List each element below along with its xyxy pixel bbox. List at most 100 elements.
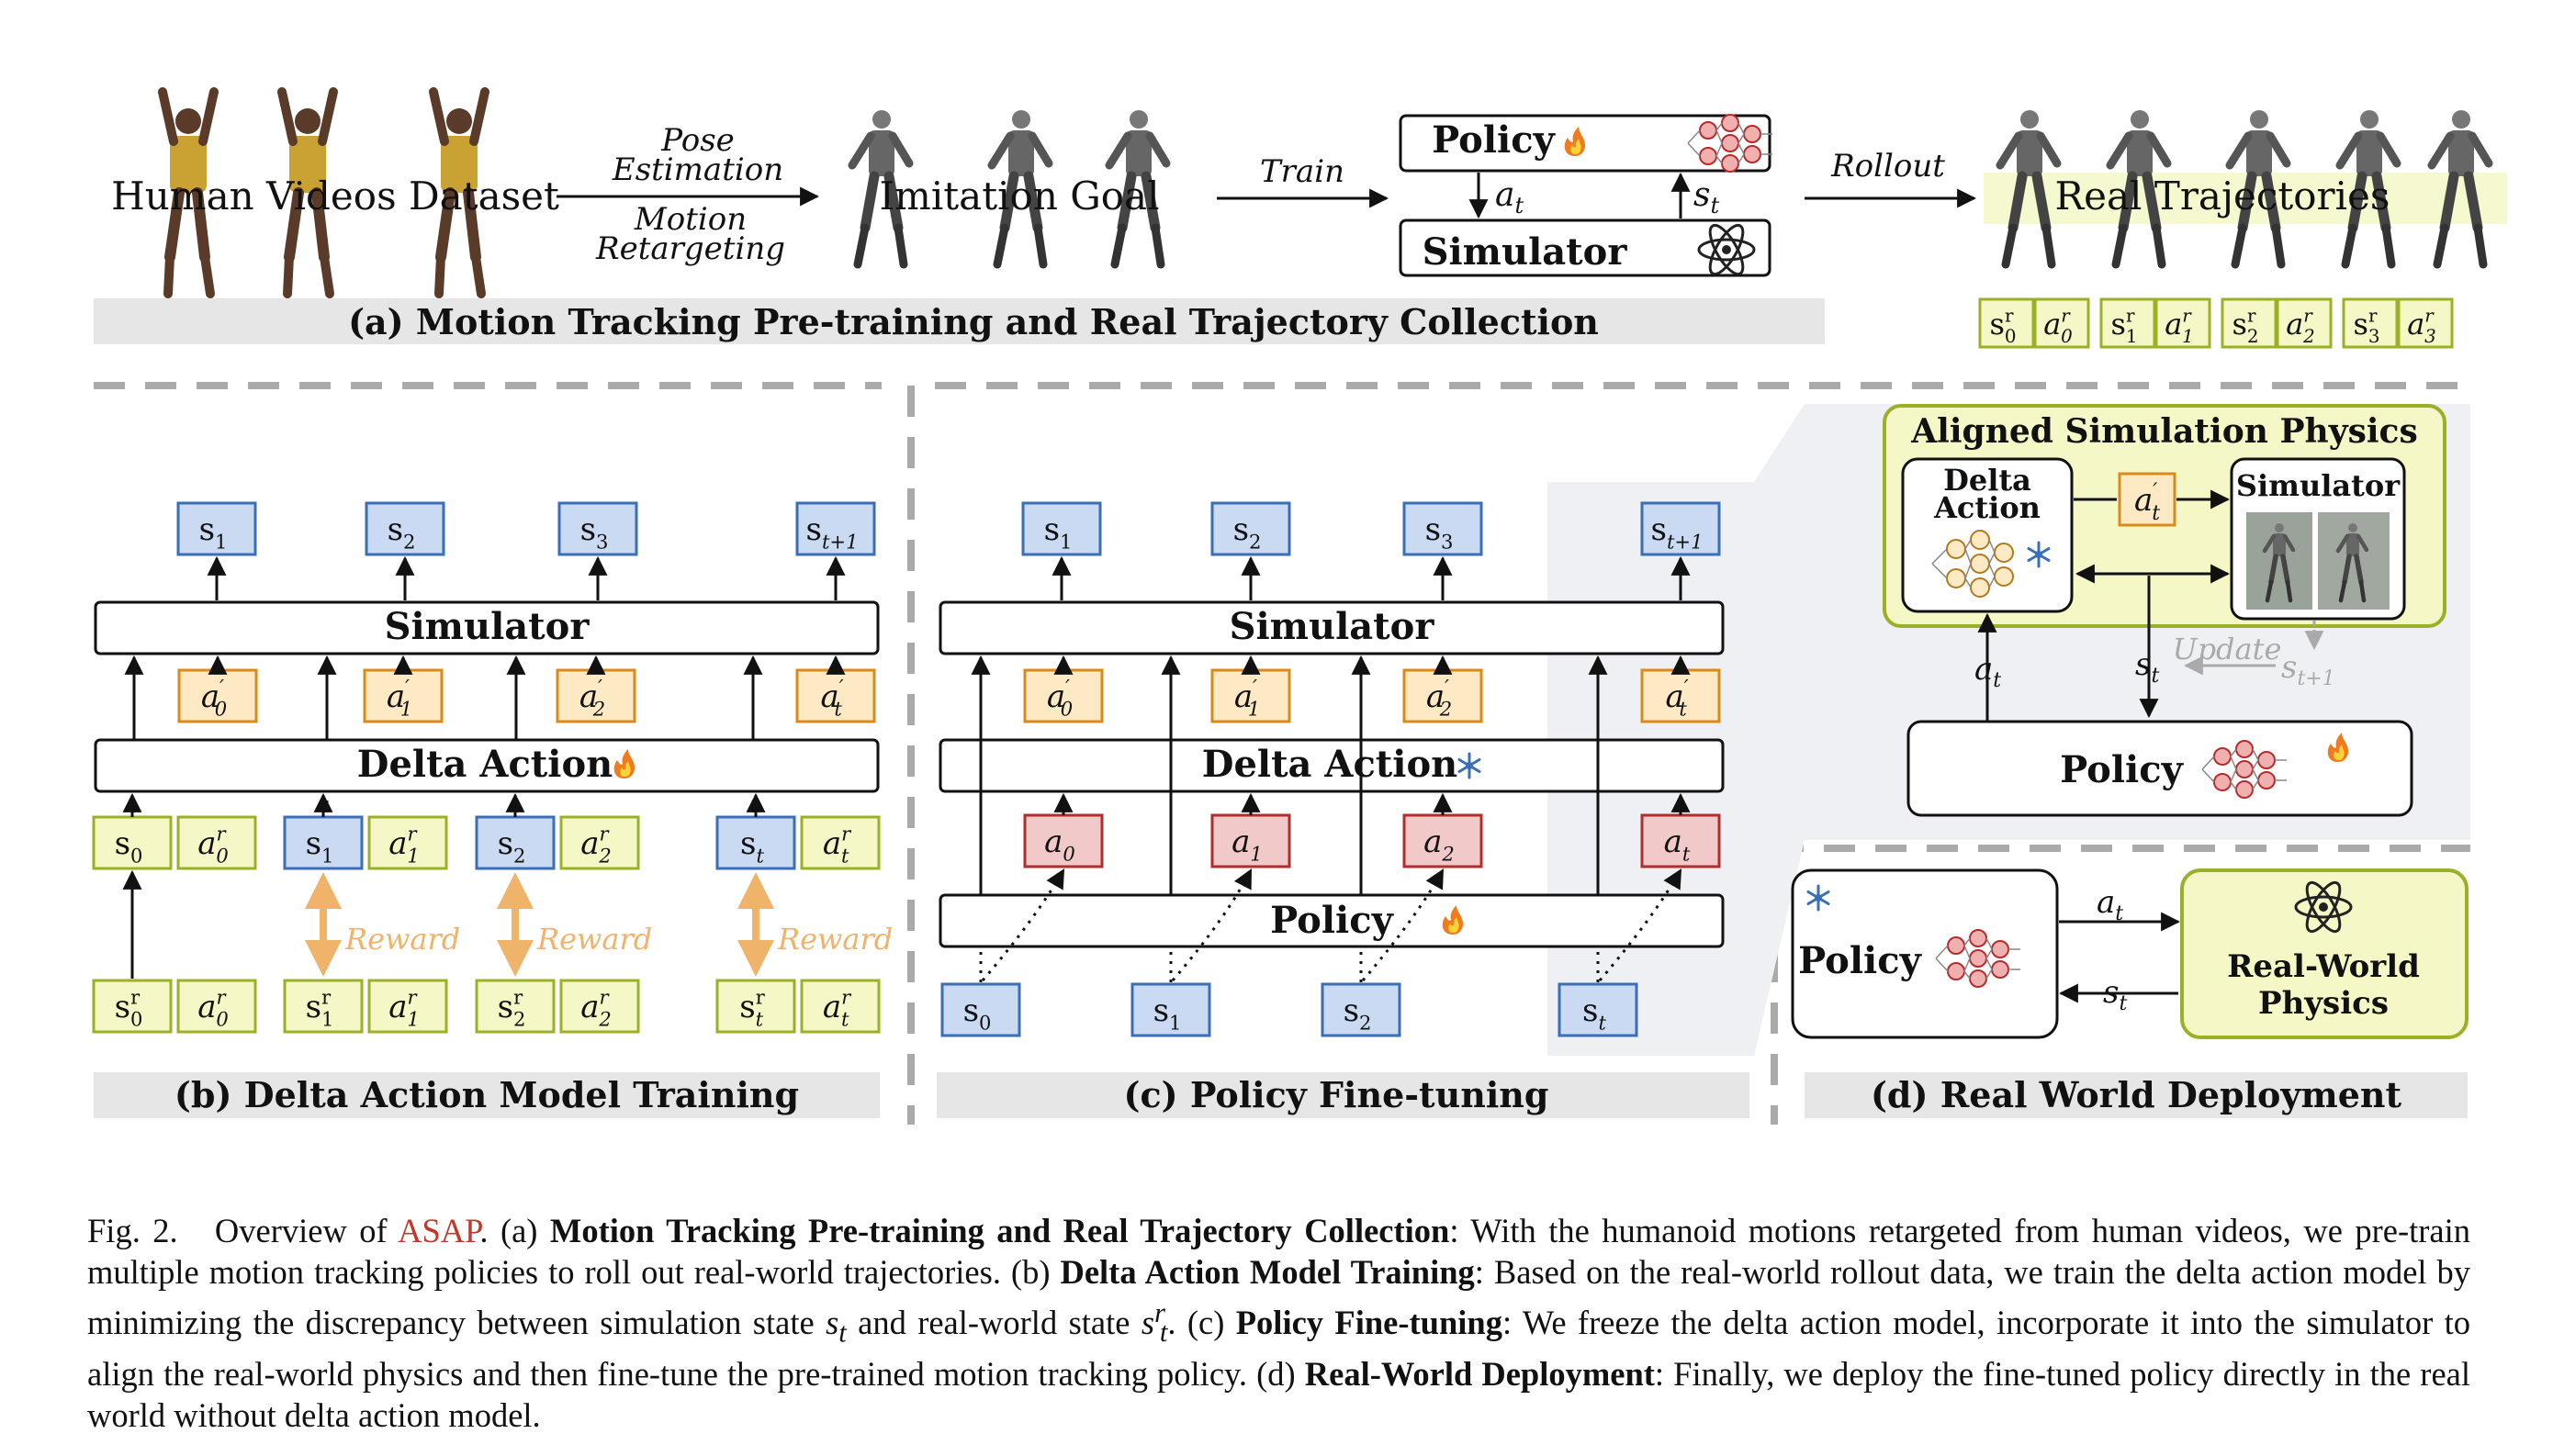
delta-action-label-d-1: Delta (1943, 463, 2031, 498)
reward-label: Reward (344, 922, 460, 957)
policy-curve-arrow (981, 868, 1065, 981)
delta-action-c-3-text: a′t (1665, 676, 1688, 721)
delta-action-b-0-text: a′0 (201, 676, 227, 721)
caption-part-a-bold: Motion Tracking Pre-training and Real Tr… (549, 1212, 1450, 1249)
sim-state-b-0: s1 (176, 501, 257, 556)
input-state-b-0-text: s0 (115, 825, 143, 868)
snowflake-icon (2023, 539, 2054, 570)
update-label: Update (2173, 632, 2282, 666)
caption-overview: Overview of (214, 1212, 399, 1249)
pose-estimation-label-2: Estimation (612, 151, 783, 188)
caption-part-d-text: : Finally, we deploy the fine-tuned poli… (87, 1355, 2471, 1435)
simulator-box-a (1399, 218, 1771, 277)
panel-a-title: (a) Motion Tracking Pre-training and Rea… (348, 301, 1599, 342)
delta-action-c-1-text: a′1 (1234, 676, 1260, 721)
caption-part-c-bold: Policy Fine-tuning (1235, 1304, 1502, 1342)
panel-d-title-bar (1805, 1072, 2468, 1118)
policy-box-a (1399, 114, 1771, 173)
sim-state-c-1: s2 (1210, 501, 1291, 556)
delta-action-b-2-text: a′2 (579, 676, 605, 721)
input-state-c-3: st (1558, 982, 1638, 1037)
input-state-b-3-text: st (740, 825, 764, 868)
delta-action-b-1: a′1 (363, 668, 444, 723)
delta-action-c-2: a′2 (1402, 668, 1483, 723)
delta-action-label-c: Delta Action (1202, 743, 1457, 786)
caption-fig-label: Fig. 2. (87, 1212, 178, 1249)
train-label: Train (1260, 153, 1344, 190)
real-world-physics-label-1: Real-World (2227, 948, 2420, 985)
delta-action-b-2: a′2 (556, 668, 636, 723)
panel-d-title: (d) Real World Deployment (1871, 1074, 2402, 1115)
input-state-b-2-text: s2 (498, 825, 526, 868)
caption-part-b-bold: Delta Action Model Training (1060, 1253, 1475, 1291)
simulator-label-d: Simulator (2236, 468, 2401, 503)
input-state-b-1: s1 (283, 815, 364, 870)
sim-state-c-0: s1 (1021, 501, 1102, 556)
panel-a: Human Videos Dataset Pose Estimation Mot… (94, 92, 2507, 349)
delta-action-box-b (94, 738, 880, 793)
input-state-c-0: s0 (940, 982, 1021, 1037)
reward-label: Reward (777, 922, 893, 957)
input-state-c-1: s1 (1130, 982, 1211, 1037)
input-state-b-2: s2 (475, 815, 556, 870)
deploy-policy-label: Policy (1798, 939, 1922, 982)
panel-c-title: (c) Policy Fine-tuning (1124, 1074, 1549, 1115)
at-prime-box-d (2118, 472, 2176, 527)
policy-action-c-3-text: at (1664, 823, 1691, 866)
reward-label: Reward (536, 922, 652, 957)
input-state-b-0: s0 (92, 815, 173, 870)
input-state-b-1-text: s1 (306, 825, 334, 868)
real-trajectories-label: Real Trajectories (2055, 174, 2390, 218)
policy-label-c: Policy (1270, 899, 1394, 942)
delta-action-c-0-text: a′0 (1047, 676, 1073, 721)
sim-state-b-1: s2 (365, 501, 445, 556)
policy-box-d (1906, 720, 2413, 817)
st-label-a: st (1693, 176, 1719, 218)
panel-c-title-bar (937, 1072, 1749, 1118)
policy-label-a: Policy (1432, 118, 1556, 162)
simulator-label-a: Simulator (1423, 230, 1628, 274)
policy-action-c-3: at (1640, 813, 1721, 868)
deploy-st-label: st (2103, 974, 2127, 1015)
input-state-b-3: st (715, 815, 796, 870)
simulator-box-c (939, 600, 1725, 655)
caption-asap-link[interactable]: ASAP (398, 1212, 480, 1249)
sim-state-b-2: s3 (557, 501, 638, 556)
caption-str-symbol: srt (1141, 1297, 1168, 1349)
at-prime-label-d: a′t (2134, 480, 2160, 525)
pose-estimation-label-1: Pose (660, 122, 735, 159)
panel-b-title-bar (94, 1072, 880, 1118)
input-state-c-1-text: s1 (1153, 992, 1182, 1035)
caption-and-real: and real-world state (846, 1304, 1142, 1342)
sim-state-c-3-text: st+1 (1651, 511, 1704, 554)
real-world-physics-label-2: Physics (2258, 985, 2389, 1022)
figure-caption: Fig. 2. Overview of ASAP. (a) Motion Tra… (87, 1212, 2471, 1435)
policy-curve-arrow (1598, 868, 1682, 981)
sim-state-c-2-text: s3 (1425, 511, 1454, 554)
input-state-c-2: s2 (1321, 982, 1401, 1037)
sim-state-b-1-text: s2 (388, 511, 416, 554)
